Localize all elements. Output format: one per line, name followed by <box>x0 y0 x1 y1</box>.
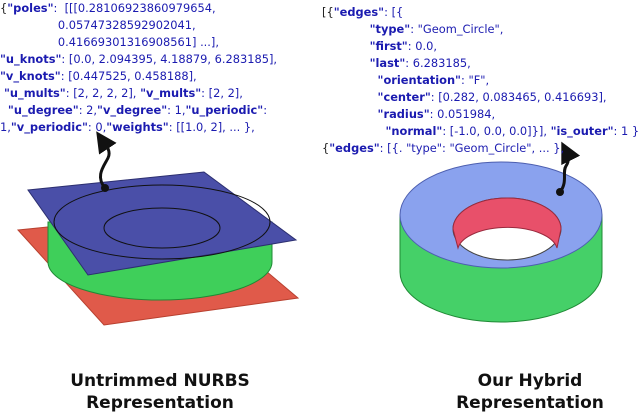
nurbs-json-code: {"poles": [[[0.28106923860979654, 0.0574… <box>0 0 277 136</box>
ring-illustration <box>399 141 603 323</box>
nurbs-caption-line2: Representation <box>86 393 234 413</box>
json-value: 0.41669301316908561] ...], <box>0 35 219 49</box>
json-value: : 0, <box>87 120 107 134</box>
hybrid-code-line: {"edges": [{. "type": "Geom_Circle", ...… <box>322 140 640 157</box>
nurbs-code-line: "u_knots": [0.0, 2.094395, 4.18879, 6.28… <box>0 51 277 68</box>
json-key: "v_mults" <box>140 86 202 100</box>
hybrid-code-line: "first": 0.0, <box>322 38 640 55</box>
ring-arrow <box>558 141 581 193</box>
json-value: 1, <box>0 120 11 134</box>
hybrid-code-line: "type": "Geom_Circle", <box>322 21 640 38</box>
json-value: : 2, <box>78 103 98 117</box>
ring-inner-wall <box>452 197 562 250</box>
json-key: "u_mults" <box>0 86 66 100</box>
outer-circle <box>53 184 271 260</box>
json-value: : [{ <box>384 5 404 19</box>
json-value: : [2, 2], <box>201 86 243 100</box>
nurbs-code-line: "v_knots": [0.447525, 0.458188], <box>0 68 277 85</box>
hybrid-code-line: [{"edges": [{ <box>322 4 640 21</box>
hybrid-caption-line1: Our Hybrid <box>477 371 583 391</box>
json-value: : [2, 2, 2, 2], <box>65 86 141 100</box>
json-value: : <box>263 103 268 117</box>
nurbs-code-line: 1,"v_periodic": 0,"weights": [[1.0, 2], … <box>0 119 277 136</box>
json-value: : "F", <box>461 73 490 87</box>
json-value: 0.05747328592902041, <box>0 18 196 32</box>
json-value: : 1 }, <box>613 124 640 138</box>
json-key: "edges" <box>329 141 380 155</box>
json-value: : [0.447525, 0.458188], <box>60 69 197 83</box>
json-key: "v_periodic" <box>10 120 88 134</box>
json-value: : [{. "type": "Geom_Circle", ... }, <box>379 141 565 155</box>
json-key: "u_periodic" <box>185 103 264 117</box>
nurbs-code-line: {"poles": [[[0.28106923860979654, <box>0 0 277 17</box>
json-key: "poles" <box>7 1 54 15</box>
json-value: : [0.0, 2.094395, 4.18879, 6.283185], <box>61 52 278 66</box>
json-value: : 1, <box>167 103 186 117</box>
json-key: "last" <box>322 56 406 70</box>
hybrid-code-line: "normal": [-1.0, 0.0, 0.0]}], "is_outer"… <box>322 123 640 140</box>
inner-circle <box>103 207 221 249</box>
hybrid-code-line: "center": [0.282, 0.083465, 0.416693], <box>322 89 640 106</box>
hybrid-caption: Our Hybrid Representation <box>430 370 630 414</box>
json-key: "radius" <box>322 107 430 121</box>
hybrid-caption-line2: Representation <box>456 393 604 413</box>
hybrid-code-line: "last": 6.283185, <box>322 55 640 72</box>
json-key: "v_knots" <box>0 69 61 83</box>
json-key: "edges" <box>333 5 385 19</box>
json-value: : 0.0, <box>407 39 437 53</box>
json-value: : [0.282, 0.083465, 0.416693], <box>430 90 607 104</box>
json-value: : [[[0.28106923860979654, <box>53 1 216 15</box>
json-key: "u_knots" <box>0 52 62 66</box>
json-key: "is_outer" <box>550 124 614 138</box>
json-key: "weights" <box>106 120 169 134</box>
json-key: "u_degree" <box>0 103 79 117</box>
hybrid-code-line: "radius": 0.051984, <box>322 106 640 123</box>
nurbs-caption-line1: Untrimmed NURBS <box>70 371 250 391</box>
nurbs-code-line: "u_degree": 2,"v_degree": 1,"u_periodic"… <box>0 102 277 119</box>
hybrid-code-line: "orientation": "F", <box>322 72 640 89</box>
json-key: "v_degree" <box>97 103 168 117</box>
json-key: "normal" <box>322 124 443 138</box>
top-plane <box>27 171 298 276</box>
nurbs-code-line: "u_mults": [2, 2, 2, 2], "v_mults": [2, … <box>0 85 277 102</box>
hybrid-json-code: [{"edges": [{ "type": "Geom_Circle", "fi… <box>322 4 640 157</box>
json-key: "center" <box>322 90 431 104</box>
json-key: "orientation" <box>322 73 461 87</box>
json-value: : [-1.0, 0.0, 0.0]}], <box>442 124 551 138</box>
json-value: : 6.283185, <box>405 56 471 70</box>
json-value: { <box>0 1 8 15</box>
json-key: "first" <box>322 39 408 53</box>
json-value: : 0.051984, <box>429 107 496 121</box>
nurbs-caption: Untrimmed NURBS Representation <box>60 370 260 414</box>
nurbs-illustration <box>16 131 300 326</box>
nurbs-code-line: 0.05747328592902041, <box>0 17 277 34</box>
json-key: "type" <box>322 22 411 36</box>
nurbs-arrow <box>96 131 117 189</box>
json-value: { <box>322 141 330 155</box>
json-value: : [[1.0, 2], ... }, <box>168 120 255 134</box>
json-value: : "Geom_Circle", <box>410 22 504 36</box>
nurbs-code-line: 0.41669301316908561] ...], <box>0 34 277 51</box>
json-value: [{ <box>322 5 334 19</box>
